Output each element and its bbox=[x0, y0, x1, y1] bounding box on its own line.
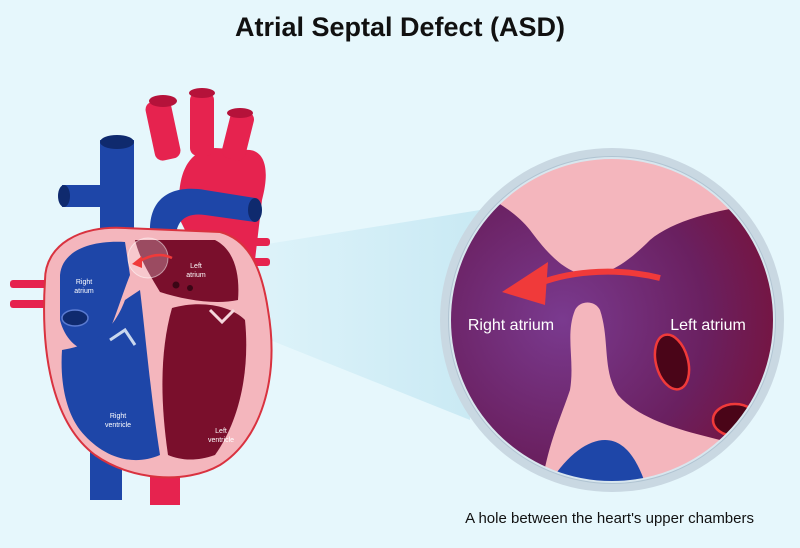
pulmonary-artery bbox=[150, 188, 255, 240]
caption: A hole between the heart's upper chamber… bbox=[465, 510, 754, 527]
vena-cava-opening bbox=[61, 309, 89, 327]
label-right-ventricle-1: Right bbox=[110, 413, 126, 420]
zoom-label-right-atrium: Right atrium bbox=[468, 317, 554, 334]
aorta-branch-2 bbox=[190, 92, 214, 156]
zoom-label-left-atrium: Left atrium bbox=[670, 317, 746, 334]
label-left-ventricle-2: ventricle bbox=[208, 437, 234, 444]
aorta-branch-1 bbox=[145, 99, 181, 161]
label-right-atrium-2: atrium bbox=[74, 288, 94, 295]
left-ventricle bbox=[162, 304, 247, 460]
heart: Right atrium Left atrium Right ventricle… bbox=[10, 88, 273, 505]
diagram-title: Atrial Septal Defect (ASD) bbox=[234, 12, 566, 42]
aorta-branch-3 bbox=[222, 109, 254, 161]
label-left-atrium-2: atrium bbox=[186, 272, 206, 279]
zoom-flow-arrow bbox=[538, 268, 661, 286]
label-right-atrium-1: Right bbox=[76, 279, 92, 286]
right-ventricle bbox=[61, 290, 160, 461]
label-left-ventricle-1: Left bbox=[215, 428, 227, 435]
label-left-atrium-1: Left bbox=[190, 263, 202, 270]
magnified-view: Right atrium Left atrium bbox=[440, 148, 784, 492]
label-right-ventricle-2: ventricle bbox=[105, 422, 131, 429]
magnifier-beam bbox=[230, 210, 480, 420]
